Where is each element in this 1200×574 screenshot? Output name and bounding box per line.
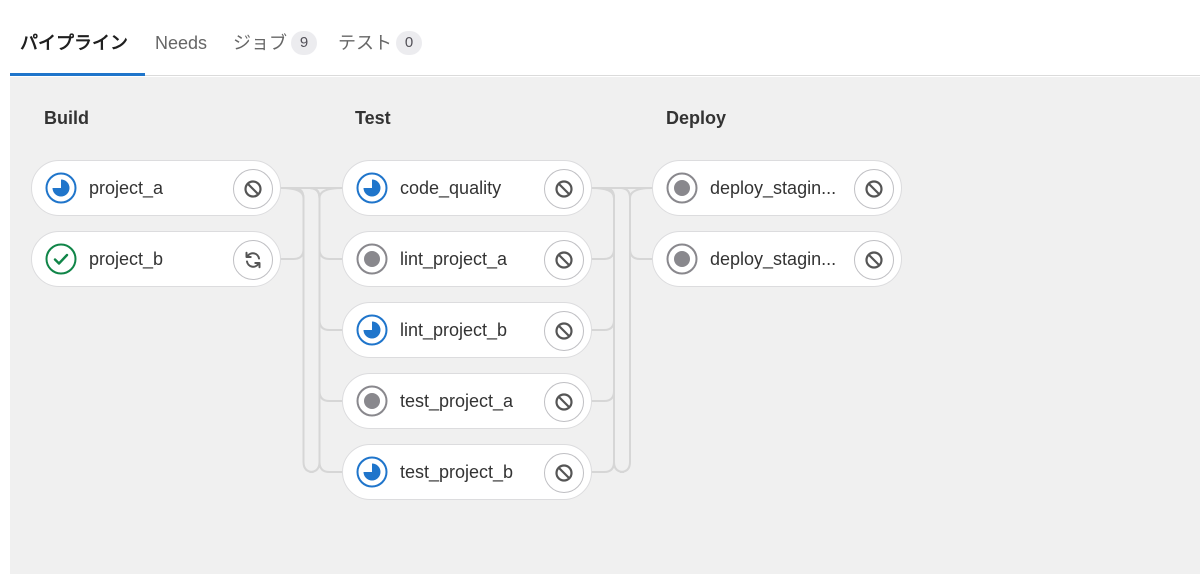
link-in-1-3 [592, 187, 615, 402]
link-in-0-1 [281, 187, 305, 260]
retry-job-button[interactable] [233, 240, 273, 280]
job-0-0[interactable]: project_a [31, 160, 281, 216]
link-bus-right-0 [309, 187, 343, 473]
pending-icon [666, 172, 698, 204]
link-bus-left-0 [280, 187, 314, 473]
pending-icon [356, 385, 388, 417]
job-name: code_quality [400, 178, 502, 198]
stage-title-test: Test [355, 108, 391, 128]
cancel-job-button[interactable] [854, 169, 894, 209]
job-name: deploy_stagin... [710, 178, 837, 198]
running-icon [356, 172, 388, 204]
job-1-0[interactable]: code_quality [342, 160, 592, 216]
pending-icon [666, 243, 698, 275]
tab-needs-label: Needs [155, 33, 208, 53]
job-2-1[interactable]: deploy_stagin... [652, 231, 902, 287]
job-name: deploy_stagin... [710, 249, 837, 269]
success-icon [45, 243, 77, 275]
tests-count-badge: 0 [396, 31, 422, 55]
job-0-1[interactable]: project_b [31, 231, 281, 287]
job-name: project_a [89, 178, 164, 198]
tab-pipeline-label: パイプライン [20, 33, 128, 53]
job-dependency-links [280, 187, 653, 473]
cancel-job-button[interactable] [544, 382, 584, 422]
job-name: test_project_a [400, 391, 514, 411]
cancel-job-button[interactable] [544, 240, 584, 280]
job-1-4[interactable]: test_project_b [342, 444, 592, 500]
link-out-0-1 [309, 187, 342, 260]
tab-needs[interactable]: Needs [155, 0, 207, 76]
cancel-job-button[interactable] [544, 311, 584, 351]
link-out-0-3 [309, 187, 342, 402]
job-2-0[interactable]: deploy_stagin... [652, 160, 902, 216]
job-1-2[interactable]: lint_project_b [342, 302, 592, 358]
running-icon [356, 314, 388, 346]
job-name: lint_project_b [400, 320, 508, 340]
job-name: test_project_b [400, 462, 514, 482]
job-1-1[interactable]: lint_project_a [342, 231, 592, 287]
link-bus-right-1 [619, 187, 653, 473]
tab-jobs-label: ジョブ [233, 33, 287, 53]
cancel-job-button[interactable] [233, 169, 273, 209]
running-icon [356, 456, 388, 488]
pipeline-graph: Build Test Deploy project_a project_b code… [10, 77, 1200, 574]
tab-tests-label: テスト [338, 33, 392, 53]
job-1-3[interactable]: test_project_a [342, 373, 592, 429]
pending-icon [356, 243, 388, 275]
cancel-job-button[interactable] [544, 453, 584, 493]
stage-title-build: Build [44, 108, 89, 128]
jobs-count-badge: 9 [291, 31, 317, 55]
stage-title-deploy: Deploy [666, 108, 727, 128]
running-icon [45, 172, 77, 204]
job-name: project_b [89, 249, 164, 269]
job-name: lint_project_a [400, 249, 508, 269]
link-in-1-1 [592, 187, 615, 260]
tab-pipeline[interactable]: パイプライン [20, 0, 128, 76]
link-out-1-1 [619, 187, 652, 260]
cancel-job-button[interactable] [854, 240, 894, 280]
cancel-job-button[interactable] [544, 169, 584, 209]
active-tab-underline [10, 73, 145, 76]
link-bus-left-1 [591, 187, 625, 473]
